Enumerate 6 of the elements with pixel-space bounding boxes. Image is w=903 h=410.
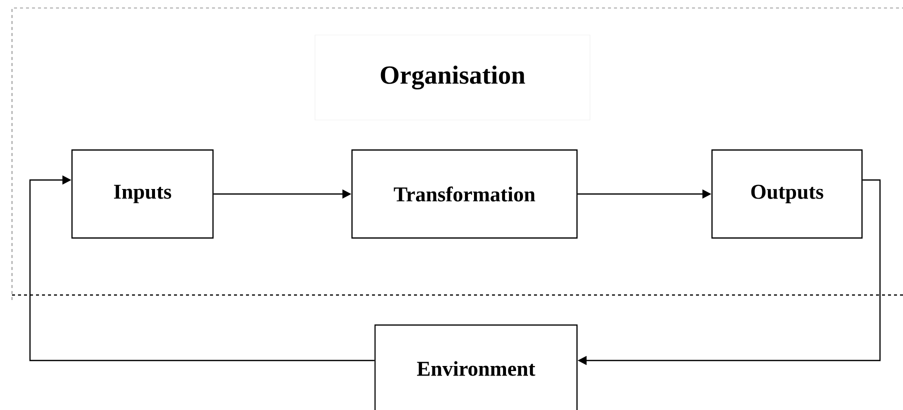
process-box: Environment bbox=[374, 324, 578, 410]
heading: Organisation bbox=[314, 34, 590, 120]
process-box: Outputs bbox=[711, 149, 863, 239]
process-box: Transformation bbox=[351, 149, 578, 239]
arrow bbox=[29, 175, 374, 362]
process-box: Inputs bbox=[71, 149, 214, 239]
